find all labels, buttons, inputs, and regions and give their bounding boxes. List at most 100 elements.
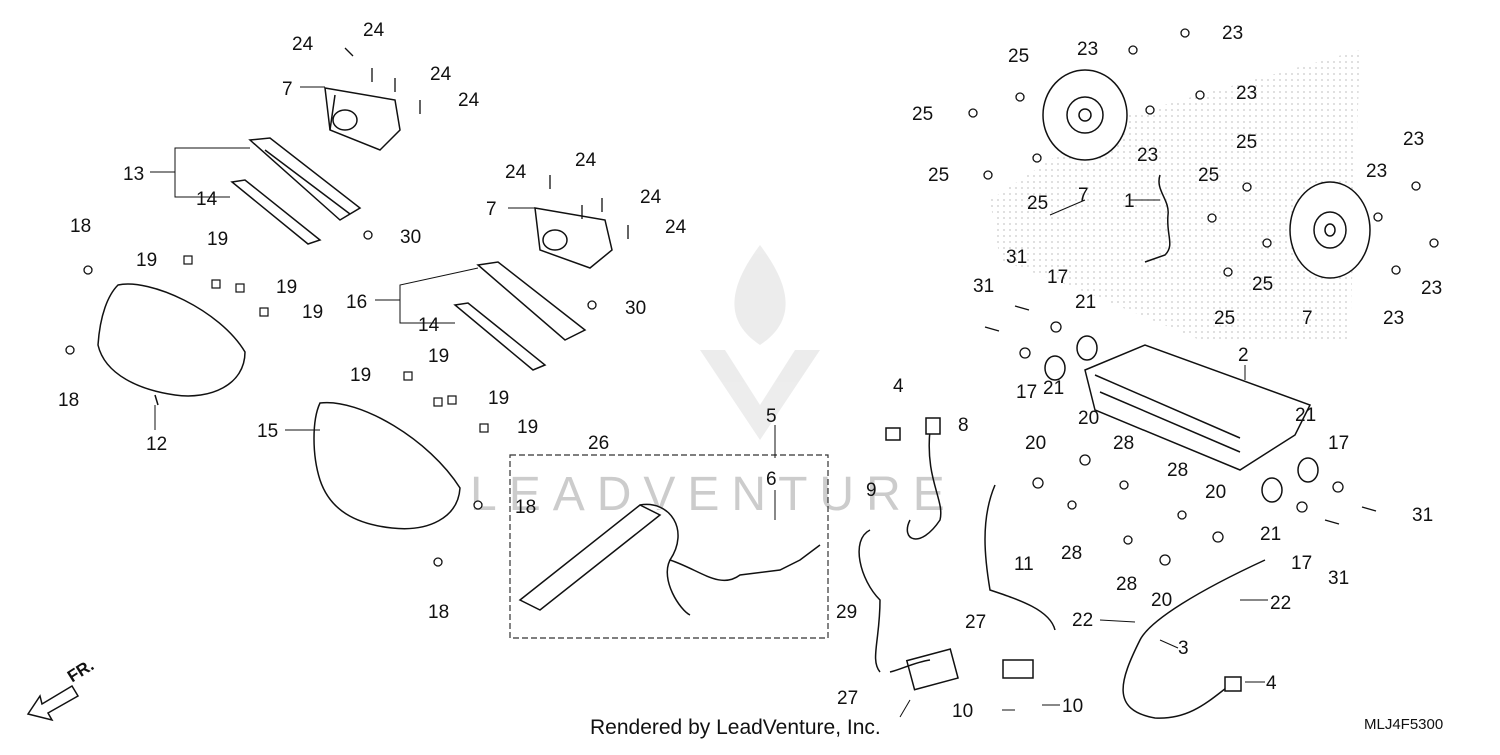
connector-4b — [1224, 676, 1242, 692]
watermark-text: LEADVENTURE — [470, 468, 957, 521]
credit-text: Rendered by LeadVenture, Inc. — [590, 716, 881, 739]
callout: 16 — [346, 292, 367, 313]
callout: 25 — [1236, 132, 1257, 153]
watermark-logo — [700, 245, 820, 440]
callout: 4 — [1266, 673, 1277, 694]
callout: 19 — [488, 388, 509, 409]
callout: 19 — [136, 250, 157, 271]
callout: 20 — [1205, 482, 1226, 503]
box-5-outline — [509, 454, 829, 639]
callout: 1 — [1124, 191, 1135, 212]
amplifier-2 — [1084, 344, 1312, 471]
callout: 7 — [1302, 308, 1313, 329]
callout: 18 — [428, 602, 449, 623]
callout: 24 — [665, 217, 687, 238]
callout: 28 — [1061, 543, 1082, 564]
callout: 19 — [207, 229, 228, 250]
callout: 23 — [1077, 39, 1098, 60]
callout: 11 — [1014, 554, 1034, 575]
speaker-front-left — [324, 87, 401, 151]
callout: 28 — [1116, 574, 1137, 595]
clips-19 — [183, 255, 489, 433]
callout: 9 — [866, 480, 877, 501]
callout: 19 — [350, 365, 371, 386]
callout: 6 — [766, 469, 777, 490]
callout: 2 — [1238, 345, 1249, 366]
screws-left — [65, 47, 629, 567]
callout: 25 — [1252, 274, 1273, 295]
callout: 17 — [1328, 433, 1349, 454]
background-shading — [990, 50, 1360, 340]
callout: 5 — [766, 406, 777, 427]
callout: 24 — [505, 162, 527, 183]
callout: 23 — [1383, 308, 1404, 329]
callout: 22 — [1270, 593, 1291, 614]
callout: 10 — [1062, 696, 1083, 717]
speaker-rear-right — [1289, 181, 1371, 279]
callout: 19 — [302, 302, 323, 323]
callout: 12 — [146, 434, 167, 455]
callout: 31 — [1328, 568, 1349, 589]
antenna-amp — [518, 503, 821, 616]
front-direction-arrow-icon — [26, 684, 80, 722]
callout: 20 — [1151, 590, 1172, 611]
callout: 21 — [1043, 378, 1064, 399]
callout: 3 — [1178, 638, 1189, 659]
diagram-code: MLJ4F5300 — [1364, 716, 1444, 733]
callout: 25 — [1214, 308, 1235, 329]
callout: 30 — [400, 227, 421, 248]
callout: 25 — [1027, 193, 1048, 214]
callout: 28 — [1167, 460, 1188, 481]
callout: 21 — [1075, 292, 1096, 313]
cables-center — [858, 429, 1056, 691]
harness-1 — [1144, 174, 1171, 263]
callout: 24 — [575, 150, 597, 171]
callout: 15 — [257, 421, 278, 442]
connector-8 — [925, 417, 941, 435]
callout: 7 — [1078, 185, 1089, 206]
speaker-grille-14b — [453, 302, 547, 371]
callout: 21 — [1295, 405, 1316, 426]
callout: 24 — [458, 90, 480, 111]
callout: 18 — [70, 216, 91, 237]
speaker-front-right — [534, 207, 613, 269]
callout: 19 — [517, 417, 538, 438]
leader-lines — [150, 86, 1268, 718]
hardware-right — [968, 28, 1439, 566]
callout: 17 — [1291, 553, 1312, 574]
speaker-bracket-16 — [476, 261, 587, 341]
callout: 21 — [1260, 524, 1281, 545]
callout: 19 — [428, 346, 449, 367]
callout: 25 — [912, 104, 933, 125]
connector-4a — [885, 427, 901, 441]
callout: 26 — [588, 433, 609, 454]
callout: 17 — [1047, 267, 1068, 288]
callout: 31 — [973, 276, 994, 297]
callout: 24 — [292, 34, 314, 55]
callout: 23 — [1137, 145, 1158, 166]
callout: 29 — [836, 602, 857, 623]
callout: 22 — [1072, 610, 1093, 631]
speaker-bracket-13 — [248, 137, 362, 221]
callout: 23 — [1236, 83, 1257, 104]
callout: 18 — [515, 497, 536, 518]
cover-15 — [313, 401, 461, 530]
callout: 23 — [1222, 23, 1243, 44]
cable-3 — [1122, 559, 1266, 719]
callout: 20 — [1078, 408, 1099, 429]
callout: 27 — [837, 688, 858, 709]
callout: 31 — [1006, 247, 1027, 268]
callout: 28 — [1113, 433, 1134, 454]
callout: 25 — [1008, 46, 1029, 67]
callout: 23 — [1421, 278, 1442, 299]
callout: 25 — [1198, 165, 1219, 186]
callout: 14 — [418, 315, 440, 336]
callout: 25 — [928, 165, 949, 186]
callout: 14 — [196, 189, 218, 210]
callout: 18 — [58, 390, 79, 411]
callout: 19 — [276, 277, 297, 298]
callout: 24 — [430, 64, 452, 85]
callout: 23 — [1366, 161, 1387, 182]
